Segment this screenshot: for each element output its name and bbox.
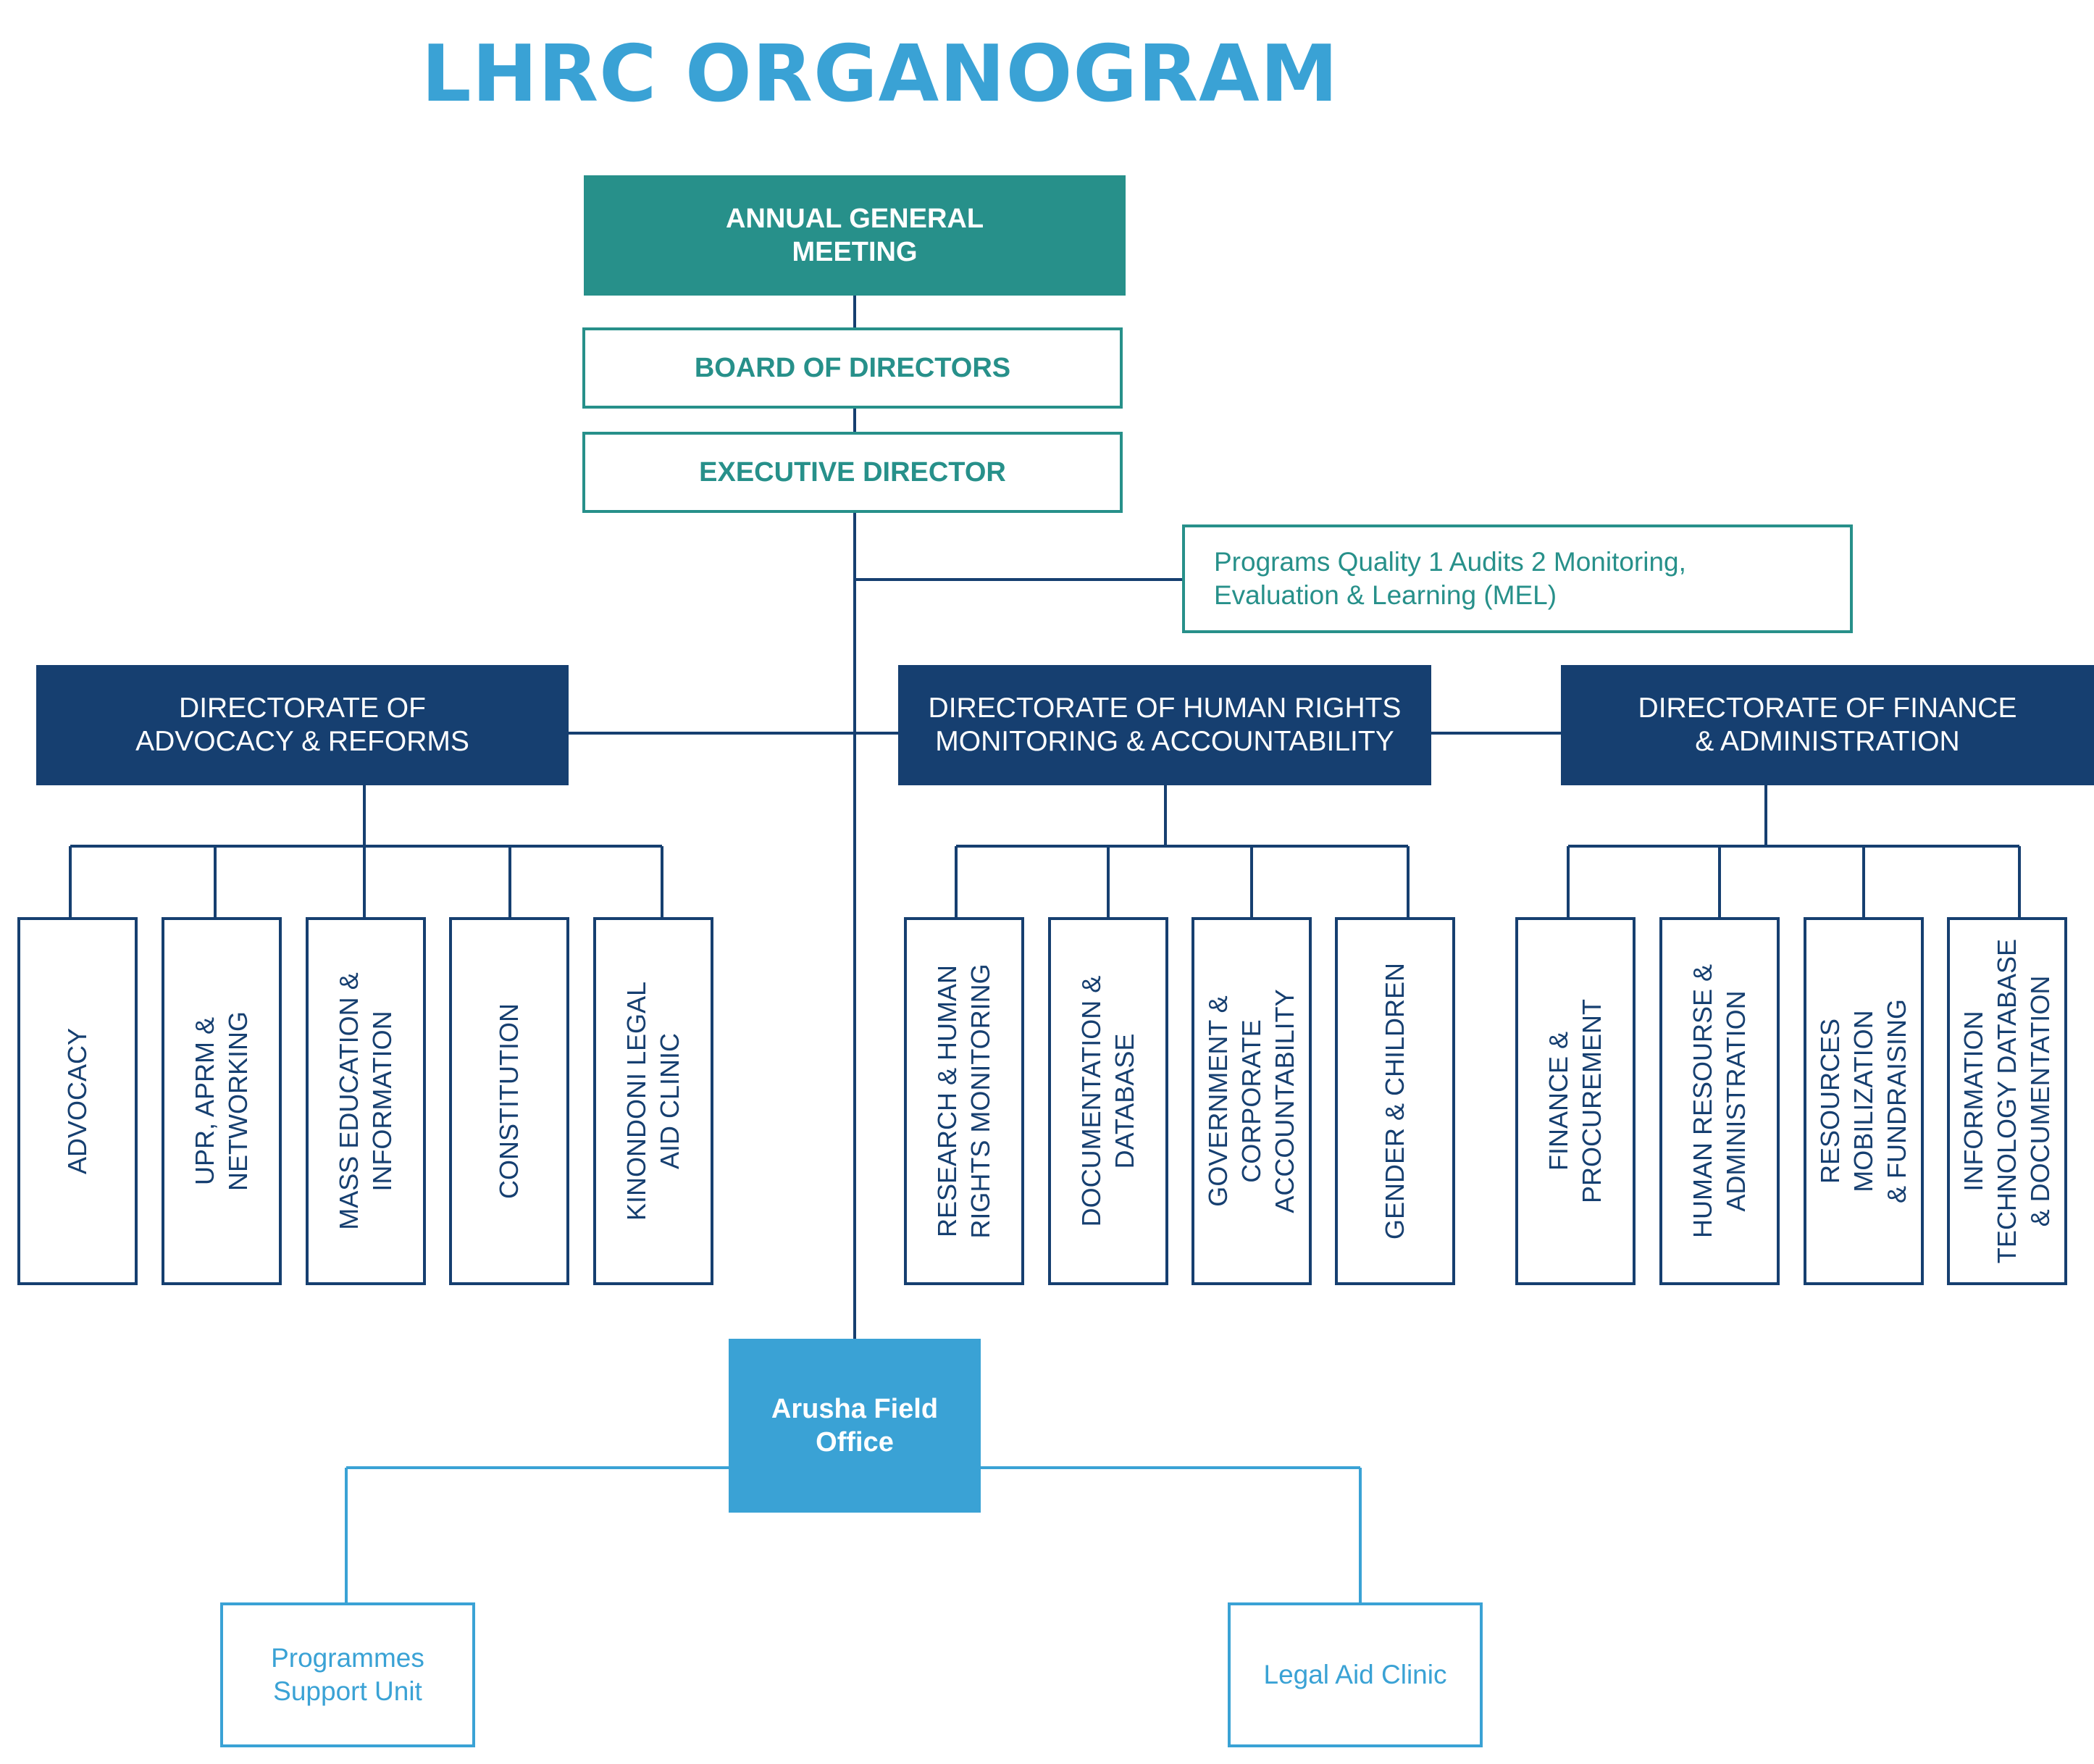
mel-label: Programs Quality 1 Audits 2 Monitoring, … [1214,547,1686,610]
directorate-label: DIRECTORATE OF ADVOCACY & REFORMS [135,693,469,757]
programmes-support-unit-label: Programmes Support Unit [271,1643,424,1706]
unit-finance-procurement: FINANCE & PROCUREMENT [1515,917,1636,1285]
unit-label: UPR, APRM & NETWORKING [190,1011,253,1191]
unit-label: RESOURCES MOBILIZATION & FUNDRAISING [1815,998,1911,1204]
directorate-label: DIRECTORATE OF HUMAN RIGHTS MONITORING &… [928,693,1402,757]
unit-label: CONSTITUTION [494,1003,524,1199]
mel-box: Programs Quality 1 Audits 2 Monitoring, … [1182,524,1853,633]
page-title: LHRC ORGANOGRAM [421,29,1339,120]
legal-aid-clinic-box: Legal Aid Clinic [1228,1602,1483,1747]
unit-documentation-database: DOCUMENTATION & DATABASE [1048,917,1168,1285]
unit-label: RESEARCH & HUMAN RIGHTS MONITORING [932,963,995,1239]
unit-label: GENDER & CHILDREN [1380,962,1410,1240]
executive-director-label: EXECUTIVE DIRECTOR [699,456,1006,488]
programmes-support-unit-box: Programmes Support Unit [220,1602,475,1747]
unit-research-human-rights-monitoring: RESEARCH & HUMAN RIGHTS MONITORING [904,917,1024,1285]
directorate-advocacy-reforms: DIRECTORATE OF ADVOCACY & REFORMS [36,665,569,785]
board-of-directors-box: BOARD OF DIRECTORS [582,327,1123,409]
executive-director-box: EXECUTIVE DIRECTOR [582,432,1123,513]
directorate-finance-administration: DIRECTORATE OF FINANCE & ADMINISTRATION [1561,665,2094,785]
arusha-field-office-label: Arusha Field Office [771,1394,939,1458]
legal-aid-clinic-label: Legal Aid Clinic [1263,1660,1447,1689]
unit-label: HUMAN RESOURSE & ADMINISTRATION [1688,963,1751,1239]
board-of-directors-label: BOARD OF DIRECTORS [694,352,1011,383]
annual-general-meeting-box: ANNUAL GENERAL MEETING [584,175,1126,296]
unit-label: INFORMATION TECHNOLOGY DATABASE & DOCUME… [1959,938,2055,1264]
annual-general-meeting-label: ANNUAL GENERAL MEETING [725,204,984,267]
unit-mass-education-information: MASS EDUCATION & INFORMATION [306,917,426,1285]
unit-constitution: CONSTITUTION [449,917,569,1285]
unit-kinondoni-legal-aid-clinic: KINONDONI LEGAL AID CLINIC [593,917,713,1285]
unit-gender-children: GENDER & CHILDREN [1335,917,1455,1285]
arusha-field-office-box: Arusha Field Office [729,1339,981,1513]
unit-it-database-documentation: INFORMATION TECHNOLOGY DATABASE & DOCUME… [1947,917,2067,1285]
unit-label: KINONDONI LEGAL AID CLINIC [621,981,684,1221]
unit-advocacy: ADVOCACY [17,917,138,1285]
unit-label: FINANCE & PROCUREMENT [1544,999,1607,1204]
unit-label: GOVERNMENT & CORPORATE ACCOUNTABILITY [1203,989,1299,1213]
unit-upr-aprm-networking: UPR, APRM & NETWORKING [162,917,282,1285]
unit-resources-mobilization-fundraising: RESOURCES MOBILIZATION & FUNDRAISING [1804,917,1924,1285]
directorate-label: DIRECTORATE OF FINANCE & ADMINISTRATION [1638,693,2017,757]
unit-label: DOCUMENTATION & DATABASE [1076,975,1139,1227]
unit-government-corporate-accountability: GOVERNMENT & CORPORATE ACCOUNTABILITY [1192,917,1312,1285]
directorate-human-rights-monitoring: DIRECTORATE OF HUMAN RIGHTS MONITORING &… [898,665,1431,785]
unit-human-resource-administration: HUMAN RESOURSE & ADMINISTRATION [1659,917,1780,1285]
unit-label: ADVOCACY [62,1027,92,1175]
unit-label: MASS EDUCATION & INFORMATION [334,972,397,1230]
